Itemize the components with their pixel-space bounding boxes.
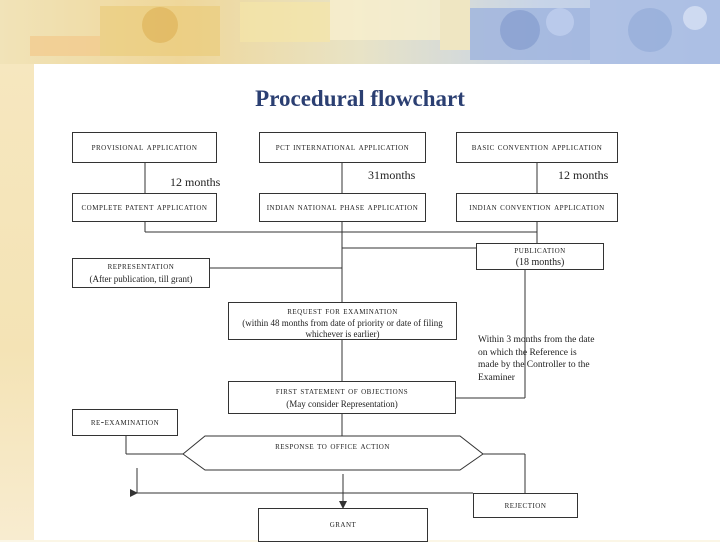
- grant-box: GRANT: [258, 508, 428, 542]
- months-label-middle: 31months: [368, 168, 416, 182]
- first-statement-of-objections-note: (May consider Representation): [286, 398, 398, 409]
- rejection-box: REJECTION: [473, 493, 578, 518]
- response-to-office-action-label: RESPONSE TO OFFICE ACTION: [275, 441, 390, 452]
- decorative-left-strip: [0, 64, 34, 540]
- basic-convention-application-box: BASIC CONVENTION APPLICATION: [456, 132, 618, 163]
- request-for-examination-note: (within 48 months from date of priority …: [242, 318, 443, 339]
- publication-note: (18 months): [515, 256, 565, 268]
- floral-banner-image: [0, 0, 720, 64]
- re-examination-label: RE-EXAMINATION: [90, 416, 160, 428]
- provisional-application-box: PROVISIONAL APPLICATION: [72, 132, 217, 163]
- representation-note: (After publication, till grant): [89, 274, 193, 284]
- decorative-banner: [0, 0, 720, 64]
- rejection-label: REJECTION: [504, 499, 547, 511]
- representation-label: REPRESENTATION: [107, 261, 175, 272]
- first-statement-of-objections-box: FIRST STATEMENT OF OBJECTIONS (May consi…: [228, 381, 456, 414]
- indian-national-phase-box: INDIAN NATIONAL PHASE APPLICATION: [259, 193, 426, 222]
- publication-label: PUBLICATION: [514, 244, 566, 256]
- within-three-months-note: Within 3 months from the date on which t…: [478, 335, 595, 383]
- indian-convention-application-label: INDIAN CONVENTION APPLICATION: [469, 201, 605, 213]
- request-for-examination-label: REQUEST FOR EXAMINATION: [287, 306, 398, 317]
- indian-convention-application-box: INDIAN CONVENTION APPLICATION: [456, 193, 618, 222]
- re-examination-box: RE-EXAMINATION: [72, 409, 178, 436]
- first-statement-of-objections-label: FIRST STATEMENT OF OBJECTIONS: [275, 385, 409, 397]
- complete-patent-application-label: COMPLETE PATENT APPLICATION: [81, 201, 208, 213]
- pct-international-application-box: PCT INTERNATIONAL APPLICATION: [259, 132, 426, 163]
- response-hexagon: [182, 435, 484, 471]
- publication-box: PUBLICATION (18 months): [476, 243, 604, 270]
- provisional-application-label: PROVISIONAL APPLICATION: [91, 141, 198, 153]
- page-title: Procedural flowchart: [255, 86, 465, 111]
- indian-national-phase-label: INDIAN NATIONAL PHASE APPLICATION: [266, 201, 419, 213]
- pct-international-application-label: PCT INTERNATIONAL APPLICATION: [275, 141, 410, 153]
- months-label-right: 12 months: [558, 168, 609, 182]
- basic-convention-application-label: BASIC CONVENTION APPLICATION: [471, 141, 603, 153]
- months-label-left: 12 months: [170, 175, 221, 189]
- complete-patent-application-box: COMPLETE PATENT APPLICATION: [72, 193, 217, 222]
- representation-box: REPRESENTATION (After publication, till …: [72, 258, 210, 288]
- grant-label: GRANT: [329, 519, 357, 530]
- request-for-examination-box: REQUEST FOR EXAMINATION (within 48 month…: [228, 302, 457, 340]
